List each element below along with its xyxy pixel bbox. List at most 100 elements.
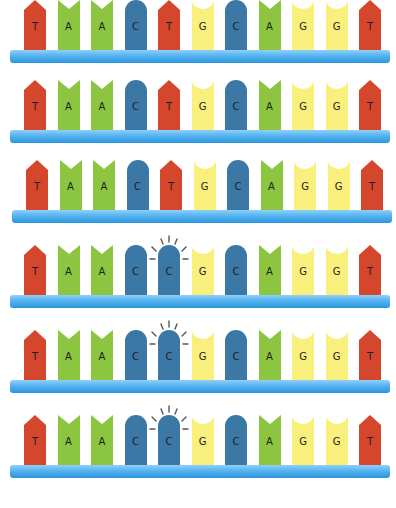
dna-backbone [10, 295, 390, 308]
nucleotide-outline [194, 160, 216, 212]
nucleotide-outline [292, 415, 314, 467]
base-letter: T [359, 101, 381, 113]
nucleotide: T [359, 330, 381, 382]
nucleotide-outline [225, 0, 247, 52]
nucleotide-outline [158, 245, 180, 297]
base-letter: A [58, 21, 80, 33]
nucleotide-outline [24, 245, 46, 297]
base-letter: C [125, 436, 147, 448]
nucleotide-outline [225, 330, 247, 382]
base-letter: T [26, 181, 48, 193]
nucleotide-outline [192, 0, 214, 52]
nucleotide: A [259, 245, 281, 297]
nucleotide: T [26, 160, 48, 212]
nucleotide: T [359, 80, 381, 132]
base-letter: A [259, 266, 281, 278]
nucleotide-outline [225, 415, 247, 467]
nucleotide-outline [91, 330, 113, 382]
nucleotide-outline [58, 80, 80, 132]
nucleotide: C [125, 80, 147, 132]
nucleotide: G [326, 80, 348, 132]
base-letter: G [328, 181, 350, 193]
nucleotide: A [58, 330, 80, 382]
nucleotide: G [192, 0, 214, 52]
nucleotide-outline [125, 245, 147, 297]
base-letter: A [58, 266, 80, 278]
base-letter: C [225, 266, 247, 278]
nucleotide: A [91, 0, 113, 52]
nucleotide: C [125, 245, 147, 297]
nucleotide-outline [326, 80, 348, 132]
nucleotide-outline [192, 415, 214, 467]
dna-backbone [10, 380, 390, 393]
base-letter: G [326, 21, 348, 33]
base-letter: C [225, 21, 247, 33]
nucleotide-outline [58, 415, 80, 467]
nucleotide: T [160, 160, 182, 212]
base-letter: C [125, 351, 147, 363]
nucleotide: A [91, 330, 113, 382]
nucleotide: G [192, 415, 214, 467]
nucleotide-outline [125, 330, 147, 382]
base-letter: G [292, 101, 314, 113]
dna-backbone [10, 465, 390, 478]
nucleotide-outline [294, 160, 316, 212]
nucleotide-outline [259, 0, 281, 52]
base-letter: T [24, 21, 46, 33]
nucleotide: A [58, 0, 80, 52]
nucleotide: C [225, 80, 247, 132]
nucleotide: T [359, 245, 381, 297]
base-letter: T [160, 181, 182, 193]
nucleotide-outline [225, 245, 247, 297]
base-letter: C [125, 101, 147, 113]
nucleotide-outline [127, 160, 149, 212]
nucleotide: A [93, 160, 115, 212]
nucleotide-outline [91, 80, 113, 132]
base-letter: C [125, 266, 147, 278]
nucleotide: G [292, 0, 314, 52]
nucleotide: C [227, 160, 249, 212]
nucleotide: A [261, 160, 283, 212]
base-letter: G [326, 351, 348, 363]
base-letter: T [361, 181, 383, 193]
base-letter: A [91, 266, 113, 278]
nucleotide: C [158, 245, 180, 297]
base-letter: C [227, 181, 249, 193]
nucleotide-outline [361, 160, 383, 212]
nucleotide-outline [192, 330, 214, 382]
base-letter: C [158, 436, 180, 448]
nucleotide: C [225, 0, 247, 52]
nucleotide: G [192, 245, 214, 297]
base-letter: A [259, 101, 281, 113]
nucleotide: T [24, 245, 46, 297]
nucleotide: G [326, 0, 348, 52]
base-letter: G [292, 436, 314, 448]
nucleotide: G [192, 330, 214, 382]
nucleotide: G [292, 330, 314, 382]
base-letter: T [158, 21, 180, 33]
nucleotide-outline [160, 160, 182, 212]
nucleotide: A [259, 80, 281, 132]
base-letter: G [194, 181, 216, 193]
base-letter: G [326, 436, 348, 448]
nucleotide-outline [227, 160, 249, 212]
nucleotide-outline [259, 245, 281, 297]
nucleotide: C [125, 330, 147, 382]
nucleotide: T [359, 0, 381, 52]
base-letter: C [125, 21, 147, 33]
base-letter: G [192, 21, 214, 33]
base-letter: A [259, 351, 281, 363]
nucleotide: G [326, 245, 348, 297]
base-letter: G [292, 266, 314, 278]
nucleotide: T [24, 80, 46, 132]
nucleotide: A [91, 245, 113, 297]
nucleotide-outline [326, 245, 348, 297]
nucleotide: T [24, 0, 46, 52]
base-letter: G [192, 351, 214, 363]
base-letter: T [24, 101, 46, 113]
base-letter: A [91, 351, 113, 363]
nucleotide: C [125, 0, 147, 52]
nucleotide-outline [359, 80, 381, 132]
